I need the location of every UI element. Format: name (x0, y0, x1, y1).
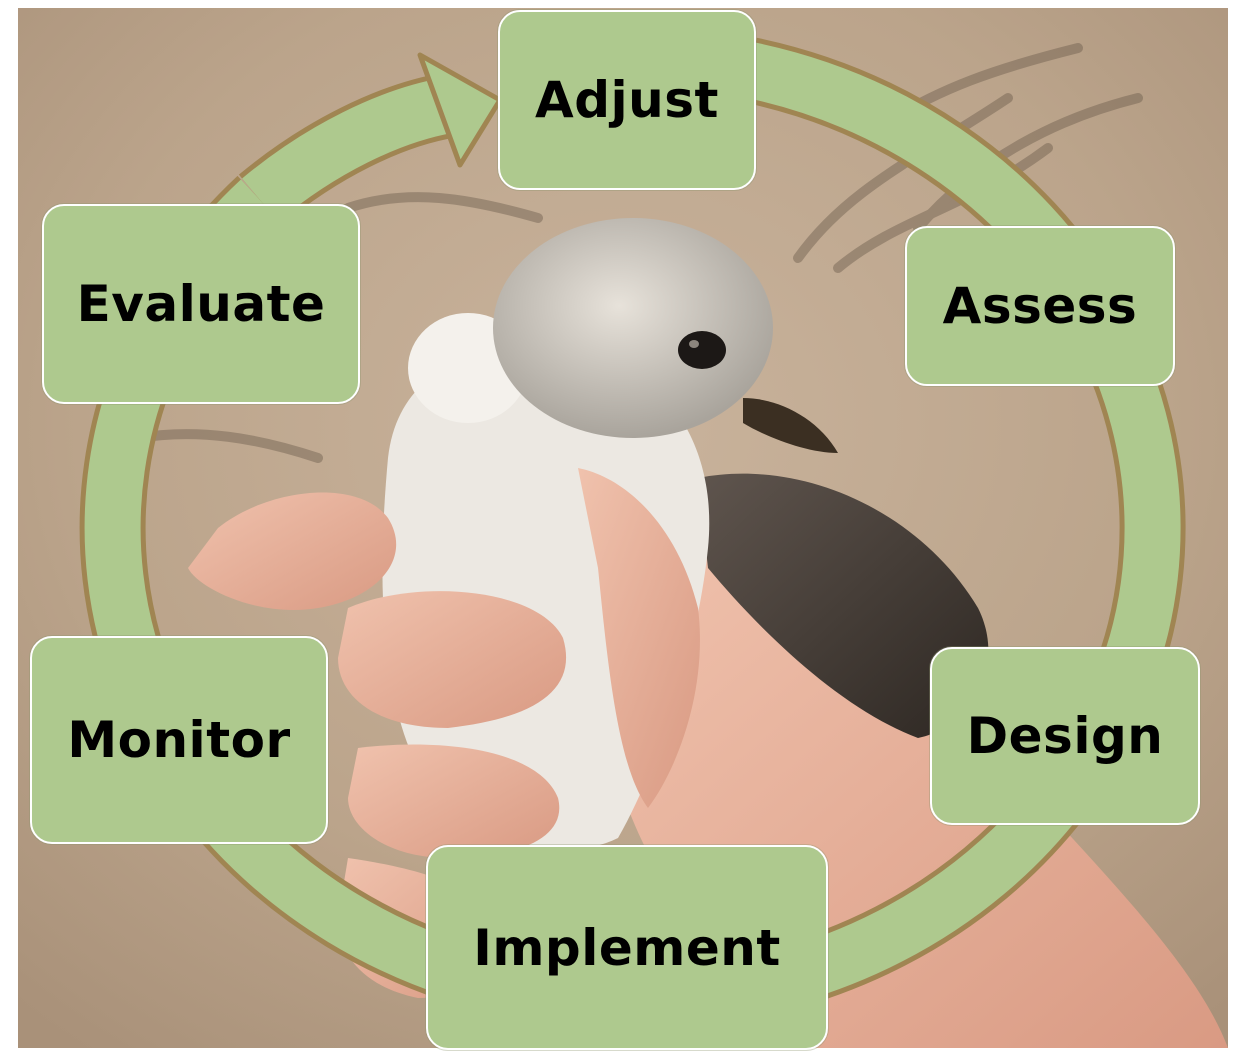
step-evaluate-box: Evaluate (42, 204, 360, 404)
step-monitor-box: Monitor (30, 636, 328, 844)
step-assess-box: Assess (905, 226, 1175, 386)
step-adjust-box: Adjust (498, 10, 756, 190)
step-design-label: Design (966, 707, 1164, 765)
step-assess-label: Assess (942, 277, 1138, 335)
step-monitor-label: Monitor (67, 711, 291, 769)
step-evaluate-label: Evaluate (76, 275, 326, 333)
step-design-box: Design (930, 647, 1200, 825)
step-implement-box: Implement (426, 845, 828, 1050)
step-implement-label: Implement (473, 918, 781, 977)
arrowhead-icon (417, 52, 503, 168)
step-adjust-label: Adjust (535, 71, 719, 129)
